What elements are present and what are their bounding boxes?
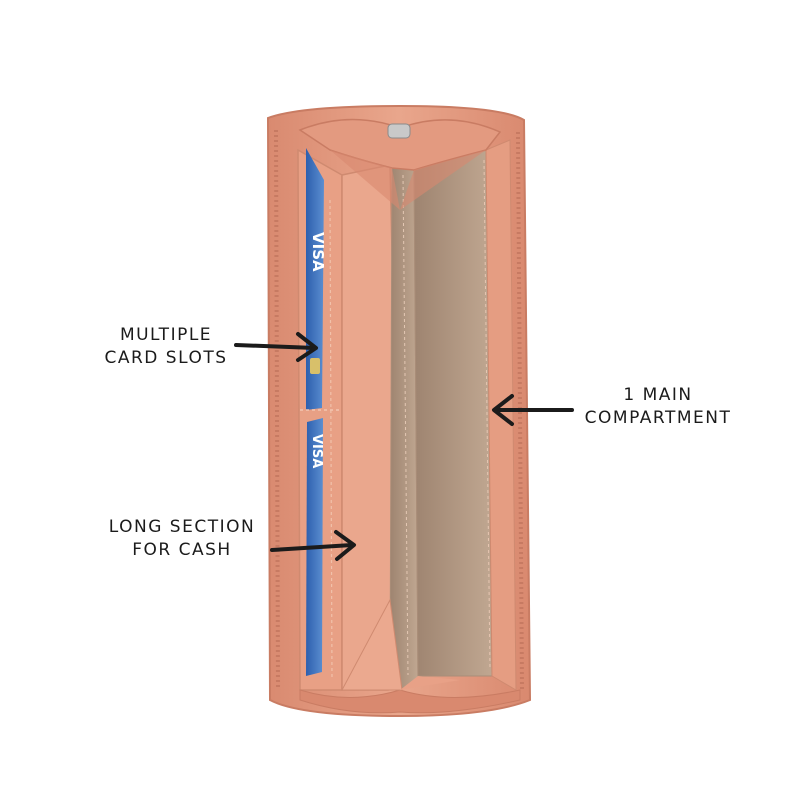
card-top-brand: VISA	[309, 232, 327, 272]
arrow-card-slots	[234, 332, 318, 362]
label-card-slots-line2: CARD SLOTS	[104, 348, 228, 368]
zipper-left	[274, 129, 280, 691]
label-main-compartment: 1 MAIN COMPARTMENT	[578, 384, 738, 430]
label-card-slots-line1: MULTIPLE	[119, 325, 213, 345]
label-main-line2: COMPARTMENT	[584, 408, 732, 428]
bottom-gusset	[299, 689, 521, 714]
main-compartment	[413, 147, 493, 677]
label-main-line1: 1 MAIN	[623, 385, 693, 405]
arrow-main-compartment	[492, 394, 574, 426]
label-cash-section: LONG SECTION FOR CASH	[102, 516, 262, 562]
label-cash-line1: LONG SECTION	[108, 517, 256, 537]
zipper-pull	[387, 123, 411, 139]
card-bottom-brand: VISA	[309, 434, 324, 468]
card-top	[306, 148, 324, 410]
zipper-right	[516, 131, 524, 691]
center-divider	[389, 167, 419, 691]
arrow-cash	[270, 530, 356, 561]
label-cash-line2: FOR CASH	[132, 540, 232, 560]
label-card-slots: MULTIPLE CARD SLOTS	[96, 324, 236, 370]
